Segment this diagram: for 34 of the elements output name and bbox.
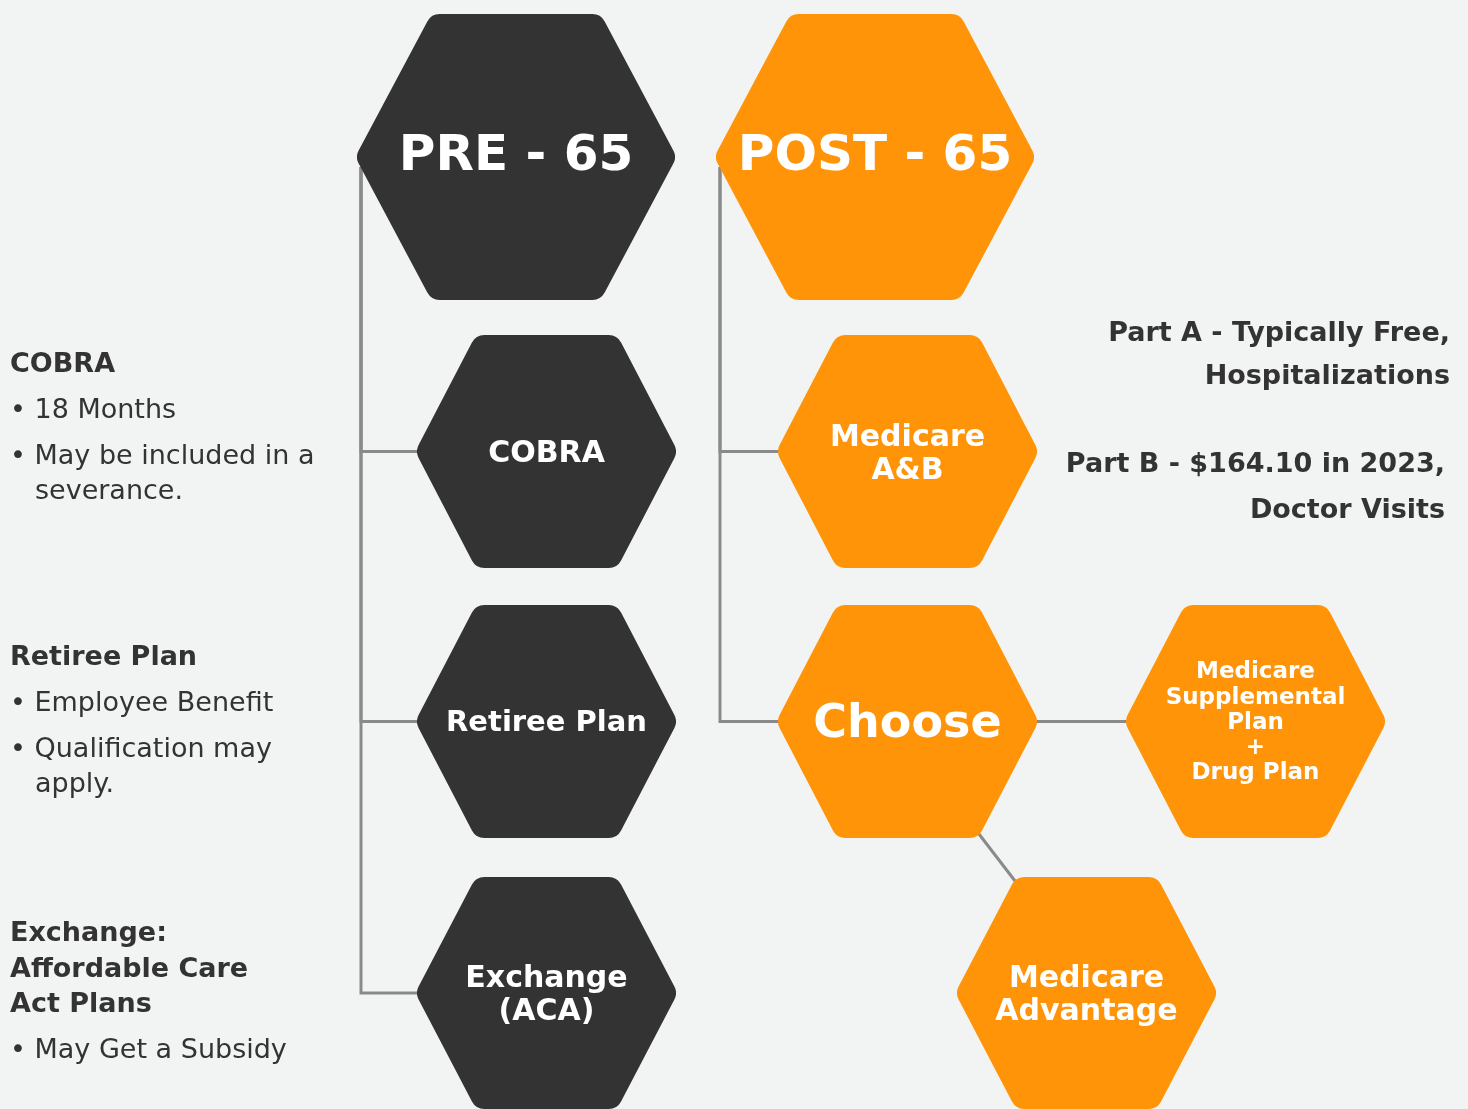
connector-line [359,167,419,995]
section-heading: Retiree Plan [10,639,199,673]
node-label: Medicare Supplemental Plan [1164,658,1347,735]
connector-line [976,831,1018,884]
node-label: Medicare Advantage [994,960,1179,1026]
node-label: Retiree Plan [446,705,647,738]
hexagon-node [1126,605,1385,838]
node-label: Exchange (ACA) [464,960,629,1026]
note-text: Part B - $164.10 in 2023, Doctor Visits [1064,446,1445,526]
node-label: POST - 65 [737,126,1013,181]
note-text: Part A - Typically Free, Hospitalizations [1107,315,1450,393]
hexagon-node [357,14,675,300]
node-label: Choose [813,696,1002,747]
bullet-item: • 18 Months [10,392,178,426]
hexagon-node [716,14,1034,300]
hexagon-node [417,335,676,568]
section-heading: COBRA [10,346,117,380]
node-label: + [1245,734,1266,760]
hexagon-node [417,877,676,1109]
connector-line [1035,720,1128,723]
bullet-item: • Qualification may apply. [10,731,273,801]
section-heading: Exchange: Affordable Care Act Plans [10,915,250,1021]
connector-line [718,167,780,723]
hexagon-node [778,605,1037,838]
hexagon-node [957,877,1216,1109]
node-label: PRE - 65 [398,126,634,181]
bullet-item: • Employee Benefit [10,685,275,719]
hexagon-node [417,605,676,838]
bullet-item: • May be included in a severance. [10,438,316,508]
hexagon-node [778,335,1037,568]
node-label: Drug Plan [1191,759,1320,785]
node-label: COBRA [488,435,605,468]
bullet-item: • May Get a Subsidy [10,1032,288,1066]
node-label: Medicare A&B [828,418,987,485]
